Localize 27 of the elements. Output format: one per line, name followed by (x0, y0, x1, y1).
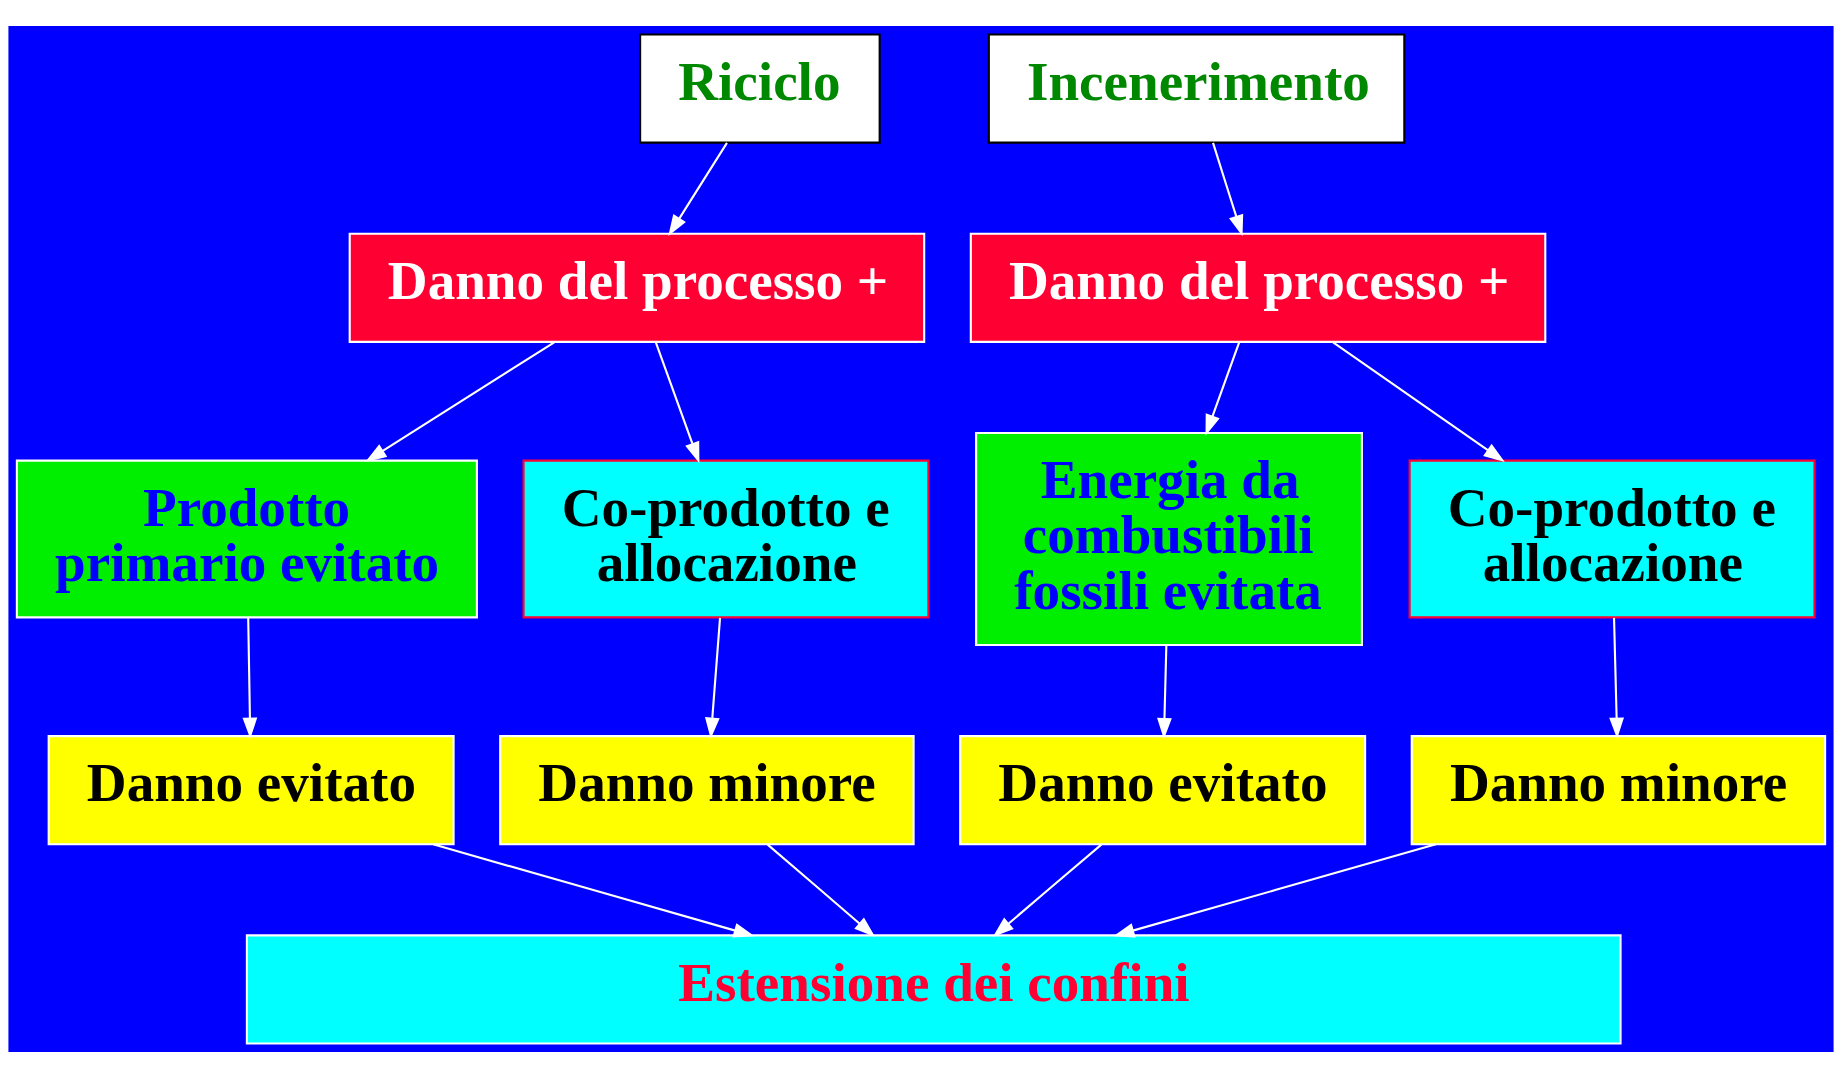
node-box: Prodotto primario evitato (15, 459, 478, 618)
arrow (704, 617, 722, 739)
arrow (992, 843, 1102, 937)
node-box: Estensione dei confini (245, 933, 1622, 1045)
arrow (365, 340, 555, 462)
arrow (766, 843, 876, 937)
arrow (1332, 340, 1505, 462)
node-box: Danno minore (1410, 734, 1827, 845)
arrow (1157, 644, 1172, 739)
arrow (668, 141, 728, 236)
node-box: Co-prodotto e allocazione (1408, 459, 1816, 618)
node-box: Co-prodotto e allocazione (522, 459, 930, 618)
node-box: Danno evitato (47, 734, 455, 845)
node-box: Danno minore (499, 734, 915, 845)
arrow (432, 842, 755, 937)
arrow (242, 617, 258, 739)
node-box: Danno evitato (959, 734, 1367, 845)
arrow (1113, 842, 1437, 938)
node-box: Energia da combustibili fossili evitata (975, 431, 1363, 646)
arrow (1212, 142, 1244, 236)
arrow (1609, 617, 1625, 739)
arrow (1205, 341, 1241, 436)
node-box: Danno del processo + (969, 232, 1547, 343)
node-box: Danno del processo + (348, 232, 926, 343)
arrow (654, 341, 700, 463)
node-box: Incenerimento (987, 32, 1406, 144)
node-box: Riciclo (639, 32, 881, 144)
